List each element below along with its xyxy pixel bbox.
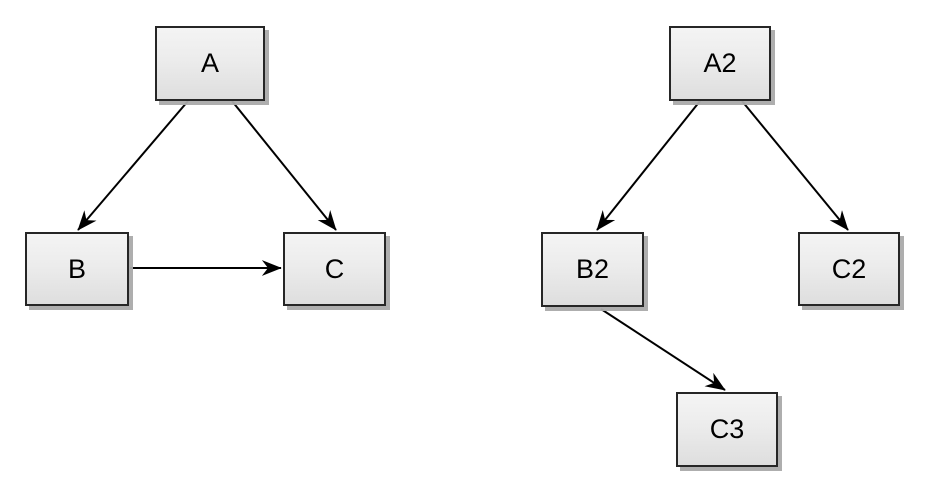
node-label-b: B [67,253,86,284]
node-a2[interactable]: A2 [669,26,771,101]
node-label-a2: A2 [703,48,737,78]
edge-a2-to-b2[interactable] [596,100,701,231]
edge-a-to-c[interactable] [231,100,337,231]
edge-a2-to-c2[interactable] [741,100,849,231]
node-c[interactable]: C [283,232,386,306]
node-b2[interactable]: B2 [541,232,644,307]
node-b[interactable]: B [25,232,129,306]
node-c2[interactable]: C2 [798,232,900,306]
node-label-b2: B2 [575,254,610,284]
node-a[interactable]: A [155,26,265,101]
edge-b2-to-c3[interactable] [600,308,726,391]
edges-group [77,100,849,391]
node-label-a: A [200,48,219,78]
node-label-c3: C3 [709,414,745,444]
node-label-c: C [324,253,345,284]
edge-a-to-b[interactable] [77,100,189,231]
node-label-c2: C2 [831,253,867,284]
node-c3[interactable]: C3 [676,392,778,467]
